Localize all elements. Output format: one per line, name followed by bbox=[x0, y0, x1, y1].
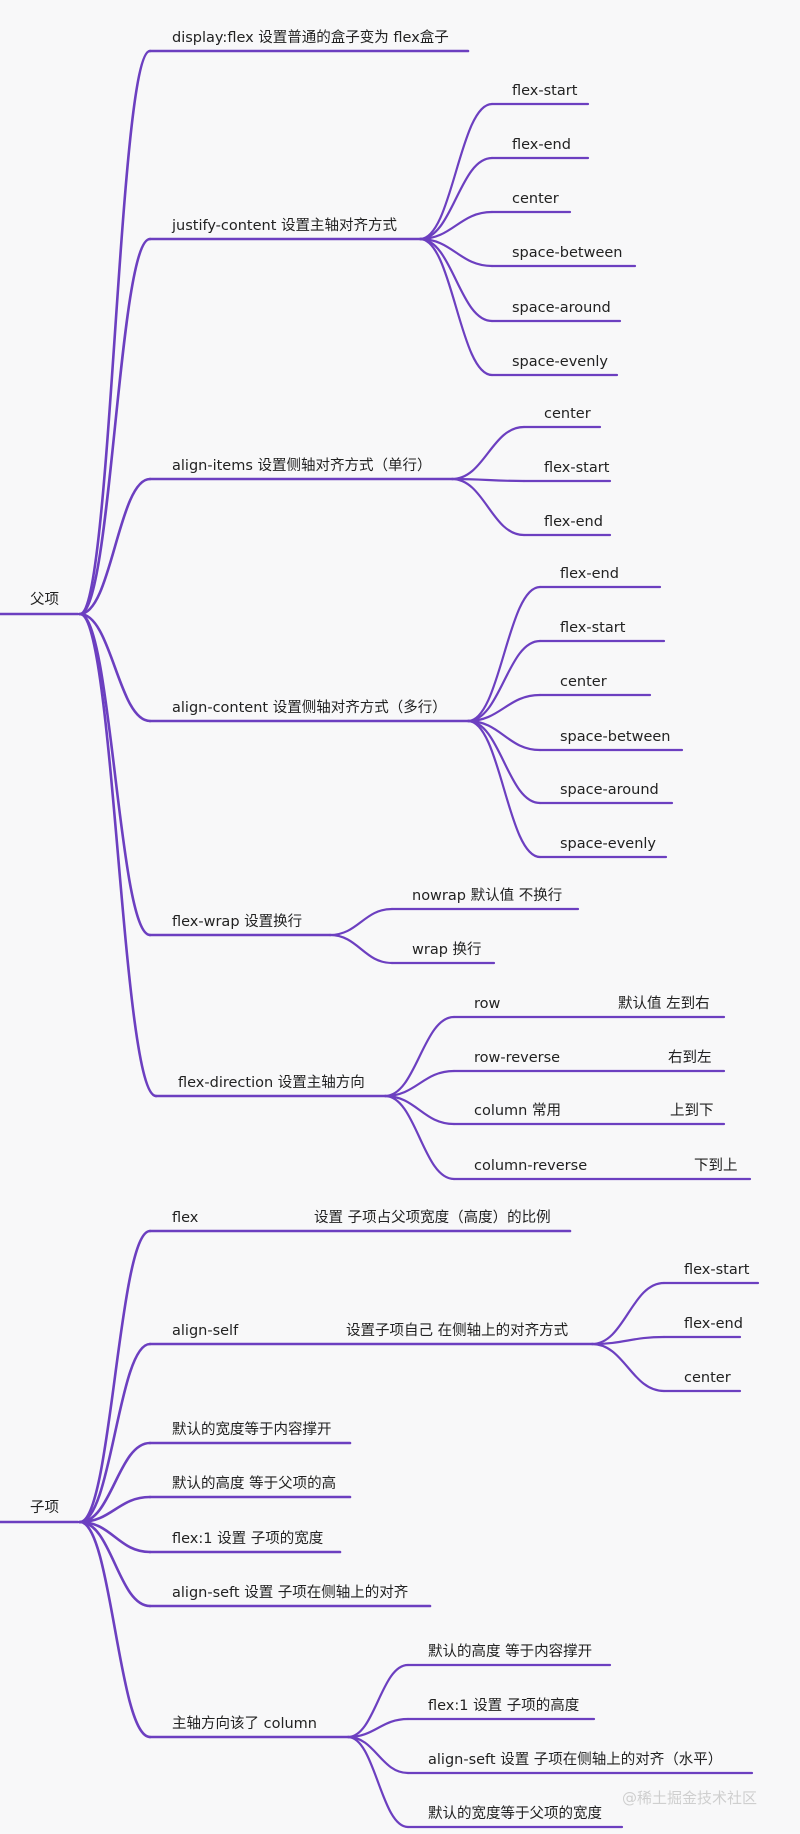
parent-root-node-1-leaf-4-branch bbox=[418, 237, 494, 323]
parent-root-node-5-leaf-3-branch bbox=[383, 1094, 456, 1181]
parent-root-node-5-leaf-1-branch bbox=[383, 1069, 456, 1098]
parent-root-node-3-leaf-5-label: space-evenly bbox=[560, 836, 656, 852]
branch-links bbox=[0, 49, 760, 1829]
parent-root-node-3-leaf-1-branch bbox=[466, 639, 542, 723]
child-root-node-6-leaf-2-branch bbox=[346, 1735, 410, 1775]
parent-root-node-1-label: justify-content 设置主轴对齐方式 bbox=[171, 217, 398, 234]
parent-root-node-1-leaf-2-branch bbox=[418, 210, 494, 241]
parent-root-node-2-leaf-0-label: center bbox=[544, 406, 591, 422]
parent-root-node-2-leaf-2-label: flex-end bbox=[544, 514, 603, 530]
child-root-node-6-leaf-1-label: flex:1 设置 子项的高度 bbox=[428, 1697, 579, 1714]
child-root-node-6-leaf-0-branch bbox=[346, 1663, 410, 1739]
parent-root-branch-2 bbox=[78, 477, 152, 616]
parent-root-node-3-leaf-0-label: flex-end bbox=[560, 566, 619, 582]
parent-root-node-3-leaf-1-label: flex-start bbox=[560, 620, 626, 636]
child-root-node-5-label: align-seft 设置 子项在侧轴上的对齐 bbox=[172, 1584, 408, 1601]
child-root-node-1-leaf-0-label: flex-start bbox=[684, 1262, 750, 1278]
parent-root-branch-4 bbox=[78, 612, 152, 937]
child-root-node-1-leaf-1-branch bbox=[590, 1335, 666, 1346]
parent-root-node-5-leaf-3-note: 下到上 bbox=[694, 1157, 738, 1174]
child-root-node-6-leaf-3-label: 默认的宽度等于父项的宽度 bbox=[428, 1804, 602, 1822]
child-root-branch-5 bbox=[78, 1520, 152, 1608]
parent-root-node-3-leaf-4-branch bbox=[466, 719, 542, 805]
parent-root-node-5-leaf-3-label: column-reverse bbox=[474, 1158, 587, 1174]
parent-root-node-5-leaf-2-note: 上到下 bbox=[670, 1102, 714, 1119]
parent-root-node-5-leaf-0-label: row bbox=[474, 996, 501, 1012]
parent-root-node-3-leaf-3-branch bbox=[466, 719, 542, 752]
parent-root-node-5-leaf-1-label: row-reverse bbox=[474, 1050, 560, 1066]
parent-root-node-5-leaf-0-note: 默认值 左到右 bbox=[618, 995, 710, 1012]
parent-root-node-3-leaf-2-label: center bbox=[560, 674, 607, 690]
parent-root-node-1-leaf-1-label: flex-end bbox=[512, 137, 571, 153]
parent-root-node-4-leaf-0-branch bbox=[328, 907, 394, 937]
watermark: @稀土掘金技术社区 bbox=[622, 1789, 757, 1807]
child-root-branch-3 bbox=[78, 1495, 152, 1524]
parent-root-branch-1 bbox=[78, 237, 152, 616]
nodes: 父项 display:flex 设置普通的盒子变为 flex盒子 justify-c… bbox=[30, 29, 750, 1822]
parent-root-node-4-leaf-1-label: wrap 换行 bbox=[412, 941, 482, 958]
child-root-node-6-leaf-2-label: align-seft 设置 子项在侧轴上的对齐（水平） bbox=[428, 1751, 722, 1768]
parent-root-node-5-leaf-2-branch bbox=[383, 1094, 456, 1126]
parent-root-node-1-leaf-4-label: space-around bbox=[512, 300, 611, 316]
child-root-node-6-leaf-3-branch bbox=[346, 1735, 410, 1829]
parent-root-node-3-leaf-0-branch bbox=[466, 585, 542, 723]
parent-root-node-1-leaf-5-label: space-evenly bbox=[512, 354, 608, 370]
child-root-node-1-leaf-2-branch bbox=[590, 1342, 666, 1393]
parent-root-node-4-label: flex-wrap 设置换行 bbox=[172, 913, 302, 930]
child-root-branch-6 bbox=[78, 1520, 152, 1739]
child-root-node-0-label: flex bbox=[172, 1210, 199, 1226]
parent-root-label: 父项 bbox=[30, 592, 59, 608]
parent-root-node-2-leaf-0-branch bbox=[450, 425, 526, 481]
parent-root-branch-0 bbox=[78, 49, 152, 616]
child-root-node-4-label: flex:1 设置 子项的宽度 bbox=[172, 1530, 323, 1547]
child-root-node-0-note: 设置 子项占父项宽度（高度）的比例 bbox=[314, 1209, 551, 1226]
parent-root-node-5-label: flex-direction 设置主轴方向 bbox=[178, 1074, 365, 1091]
child-root-node-1-note: 设置子项自己 在侧轴上的对齐方式 bbox=[346, 1322, 569, 1339]
parent-root-node-1-leaf-1-branch bbox=[418, 156, 494, 241]
child-root-node-3-label: 默认的高度 等于父项的高 bbox=[172, 1474, 336, 1492]
parent-root-node-1-leaf-0-label: flex-start bbox=[512, 83, 578, 99]
parent-root-node-0-label: display:flex 设置普通的盒子变为 flex盒子 bbox=[172, 29, 449, 46]
parent-root-node-2-leaf-2-branch bbox=[450, 477, 526, 537]
parent-root-node-3-label: align-content 设置侧轴对齐方式（多行） bbox=[172, 699, 447, 716]
child-root-label: 子项 bbox=[30, 1499, 59, 1516]
parent-root-node-1-leaf-2-label: center bbox=[512, 191, 559, 207]
child-root-node-1-leaf-1-label: flex-end bbox=[684, 1316, 743, 1332]
child-root-branch-0 bbox=[78, 1229, 152, 1524]
parent-root-node-5-leaf-0-branch bbox=[383, 1015, 456, 1098]
child-root-node-6-label: 主轴方向该了 column bbox=[172, 1715, 317, 1732]
parent-root-node-2-leaf-1-branch bbox=[450, 477, 526, 483]
child-root-branch-2 bbox=[78, 1441, 152, 1524]
parent-root-branch-5 bbox=[78, 612, 158, 1098]
parent-root-node-1-leaf-5-branch bbox=[418, 237, 494, 377]
parent-root-node-3-leaf-3-label: space-between bbox=[560, 729, 670, 745]
parent-root-node-1-leaf-3-branch bbox=[418, 237, 494, 268]
parent-root-node-1-leaf-0-branch bbox=[418, 102, 494, 241]
child-root-node-1-leaf-2-label: center bbox=[684, 1370, 731, 1386]
parent-root-node-3-leaf-4-label: space-around bbox=[560, 782, 659, 798]
child-root-node-6-leaf-0-label: 默认的高度 等于内容撑开 bbox=[428, 1642, 592, 1660]
parent-root-node-2-label: align-items 设置侧轴对齐方式（单行） bbox=[172, 457, 432, 474]
parent-root-node-3-leaf-2-branch bbox=[466, 693, 542, 723]
child-root-node-1-label: align-self bbox=[172, 1323, 239, 1339]
parent-root-node-1-leaf-3-label: space-between bbox=[512, 245, 622, 261]
parent-root-node-4-leaf-1-branch bbox=[328, 933, 394, 965]
parent-root-node-4-leaf-0-label: nowrap 默认值 不换行 bbox=[412, 887, 562, 904]
child-root-branch-1 bbox=[78, 1342, 152, 1524]
parent-root-node-2-leaf-1-label: flex-start bbox=[544, 460, 610, 476]
child-root-node-1-leaf-0-branch bbox=[590, 1281, 666, 1346]
parent-root-branch-3 bbox=[78, 612, 152, 723]
child-root-branch-4 bbox=[78, 1520, 152, 1554]
child-root-node-6-leaf-1-branch bbox=[346, 1717, 410, 1739]
parent-root-node-5-leaf-1-note: 右到左 bbox=[668, 1049, 712, 1066]
parent-root-node-3-leaf-5-branch bbox=[466, 719, 542, 859]
parent-root-node-5-leaf-2-label: column 常用 bbox=[474, 1102, 561, 1119]
child-root-node-2-label: 默认的宽度等于内容撑开 bbox=[172, 1420, 332, 1438]
